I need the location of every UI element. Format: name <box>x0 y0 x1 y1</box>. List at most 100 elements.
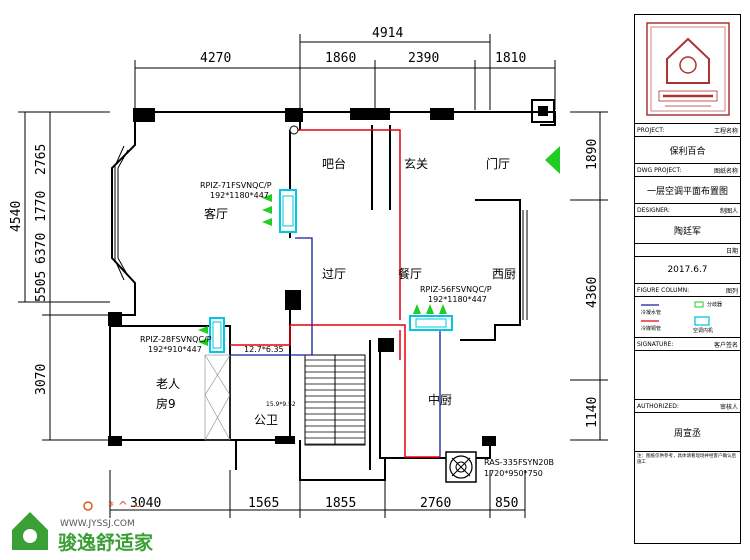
legend-refrigerant-label: 冷媒铜管 <box>641 326 662 332</box>
room-label-entry-hall: 门厅 <box>486 156 510 171</box>
designer-value: 陶廷军 <box>635 217 740 244</box>
room-label-bar: 吧台 <box>322 156 346 171</box>
signature-header: SIGNATURE: 客户签名 <box>635 338 740 351</box>
pipe-label-a: 12.7*6.35 <box>244 345 284 354</box>
signature-label: SIGNATURE: <box>637 340 674 348</box>
authorized-header: AUTHORIZED: 审核人 <box>635 400 740 413</box>
room-label-elder-2: 房9 <box>156 396 176 411</box>
refrigerant-pipes <box>230 129 440 458</box>
airflow-arrows <box>198 146 560 346</box>
authorized-label: AUTHORIZED: <box>637 402 679 410</box>
legend-symbols <box>641 301 710 326</box>
staircase <box>304 354 366 446</box>
stair-steps <box>305 359 365 445</box>
dwg-label: DWG PROJECT: <box>637 166 682 174</box>
dim-bottom-3: 1855 <box>325 496 356 511</box>
unit-model-living: RPIZ-71FSVNQC/P <box>200 181 272 190</box>
dim-top-mid-2: 2390 <box>408 51 439 66</box>
room-label-chinese-kitchen: 中厨 <box>428 392 452 407</box>
outdoor-unit-size: 1720*950*750 <box>484 469 543 478</box>
dim-left-6: 3070 <box>34 364 49 395</box>
entry-column <box>531 99 555 123</box>
dim-bottom-2: 1565 <box>248 496 279 511</box>
company-logo-image <box>645 22 730 116</box>
unit-size-living: 192*1180*447 <box>210 191 269 200</box>
room-label-foyer: 玄关 <box>404 156 428 171</box>
dim-left-1: 4540 <box>9 201 24 232</box>
outdoor-unit-model: RAS-335FSYN20B <box>484 458 554 467</box>
dim-left-2: 2765 <box>34 144 49 175</box>
date-label-cn: 日期 <box>725 247 738 255</box>
dim-top-left: 4270 <box>200 51 231 66</box>
project-label-cn: 工程名称 <box>713 127 738 135</box>
dim-bottom-1: 3040 <box>130 496 161 511</box>
room-label-west-kitchen: 西厨 <box>492 267 516 281</box>
designer-label: DESIGNER: <box>637 206 670 214</box>
left-dimension-lines <box>18 111 110 441</box>
svg-text:* ^ ~: * ^ ~ <box>108 499 142 513</box>
title-block-logo <box>635 15 740 124</box>
designer-label-cn: 制图人 <box>719 207 738 215</box>
room-label-dining: 餐厅 <box>398 266 422 281</box>
unit-size-elder: 192*910*447 <box>148 345 202 354</box>
dim-bottom-4: 2760 <box>420 496 451 511</box>
condensate-pipes <box>230 237 441 457</box>
brand-logo: * ^ ~ WWW.JYSSJ.COM 骏逸舒适家 <box>12 499 154 554</box>
dim-top-outer: 4914 <box>372 26 403 41</box>
date-header: 日期 <box>635 244 740 257</box>
title-block: PROJECT: 工程名称 保利百合 DWG PROJECT: 图纸名称 一层空调平… <box>634 14 741 544</box>
indoor-unit-elder-room <box>209 317 225 353</box>
legend-condensate-label: 冷凝水管 <box>641 310 662 316</box>
authorized-label-cn: 审核人 <box>719 403 738 411</box>
room-label-corridor: 过厅 <box>322 267 346 281</box>
date-value: 2017.6.7 <box>635 257 740 284</box>
indoor-unit-dining <box>409 315 453 331</box>
wall-columns <box>108 108 496 446</box>
dwg-header: DWG PROJECT: 图纸名称 <box>635 164 740 177</box>
dwg-label-cn: 图纸名称 <box>713 167 738 175</box>
signature-box <box>635 351 740 400</box>
project-value: 保利百合 <box>635 137 740 164</box>
dim-right-3: 1140 <box>585 397 600 428</box>
legend-divider-label: 分歧器 <box>707 302 723 308</box>
title-block-note: 注：图纸仅供参考，具体请看现场并经客户确认后施工 <box>637 454 736 465</box>
dim-left-5: 6370 <box>34 233 49 264</box>
brand-name: 骏逸舒适家 <box>58 531 154 554</box>
unit-model-dining: RPIZ-56FSVNQC/P <box>420 285 492 294</box>
unit-model-elder: RPIZ-28FSVNQC/P <box>140 335 212 344</box>
dim-top-mid-1: 1860 <box>325 51 356 66</box>
project-header: PROJECT: 工程名称 <box>635 124 740 137</box>
brand-url: WWW.JYSSJ.COM <box>60 519 135 529</box>
dim-right-1: 1890 <box>585 139 600 170</box>
dim-left-4: 5505 <box>34 271 49 302</box>
floor-plan: 4914 4270 1860 2390 1810 4540 2765 1770 … <box>9 26 608 518</box>
dim-bottom-5: 850 <box>495 496 518 511</box>
dim-left-3: 1770 <box>34 191 49 222</box>
legend-indoor-label: 空调内机 <box>693 328 714 334</box>
room-label-bathroom: 公卫 <box>254 413 278 427</box>
legend: 冷凝水管 冷媒铜管 分歧器 空调内机 <box>635 297 740 338</box>
dwg-value: 一层空调平面布置图 <box>635 177 740 204</box>
dim-right-2: 4360 <box>585 277 600 308</box>
figure-label: FIGURE COLUMN: <box>637 286 690 294</box>
unit-size-dining: 192*1180*447 <box>428 295 487 304</box>
signature-label-cn: 客户签名 <box>713 341 738 349</box>
authorized-value: 周宣丞 <box>635 413 740 452</box>
right-dimension-lines <box>570 111 608 441</box>
top-dimension-lines <box>134 34 556 110</box>
figure-label-cn: 图列 <box>725 287 738 295</box>
pipe-label-b: 15.9*9.52 <box>266 401 296 408</box>
outdoor-unit <box>445 451 477 483</box>
bathroom-fixture-hatch <box>204 354 231 441</box>
indoor-unit-living <box>279 189 297 233</box>
room-label-living: 客厅 <box>204 206 228 221</box>
brand-watermark: * ^ ~ WWW.JYSSJ.COM 骏逸舒适家 <box>8 496 178 556</box>
dim-top-mid-3: 1810 <box>495 51 526 66</box>
bay-window <box>114 145 129 281</box>
designer-header: DESIGNER: 制图人 <box>635 204 740 217</box>
project-label: PROJECT: <box>637 126 665 134</box>
room-label-elder-1: 老人 <box>156 377 180 391</box>
right-window <box>522 210 528 320</box>
drain-point <box>289 125 299 135</box>
figure-header: FIGURE COLUMN: 图列 <box>635 284 740 297</box>
